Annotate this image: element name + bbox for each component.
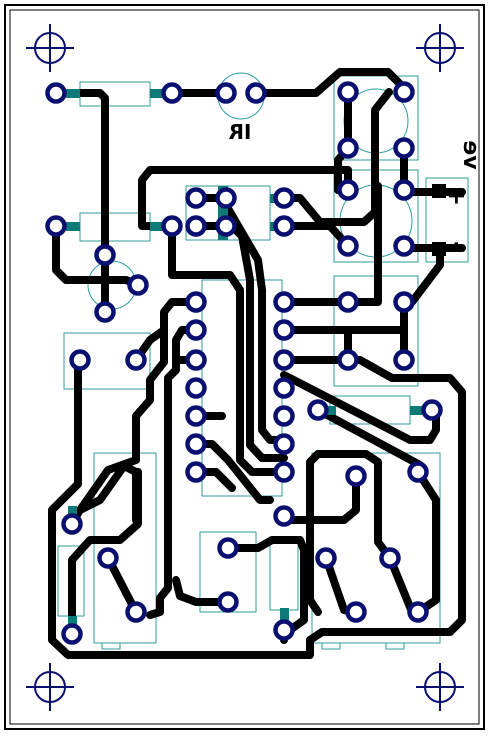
pad-2	[161, 82, 183, 104]
pad-19	[45, 215, 67, 237]
pad-48	[61, 513, 83, 535]
pad-57	[345, 601, 367, 623]
pad-11	[337, 235, 359, 257]
pad-56	[315, 547, 337, 569]
ir-label: IR	[229, 120, 252, 144]
pad-36	[273, 377, 295, 399]
pad-21	[94, 244, 116, 266]
pad-28	[185, 349, 207, 371]
pad-25	[125, 349, 147, 371]
pad-43	[393, 349, 415, 371]
pad-29	[185, 377, 207, 399]
power-header-pads	[432, 184, 446, 256]
pad-18	[273, 215, 295, 237]
pad-7	[337, 137, 359, 159]
pad-5	[337, 81, 359, 103]
pad-16	[215, 215, 237, 237]
pad-26	[185, 291, 207, 313]
pad-14	[185, 215, 207, 237]
pad-35	[273, 349, 295, 371]
pad-13	[185, 187, 207, 209]
board-outline	[4, 4, 485, 730]
pad-15	[215, 187, 237, 209]
pad-6	[393, 81, 415, 103]
pad-33	[273, 291, 295, 313]
pad-22	[127, 274, 149, 296]
through-hole-pads	[45, 81, 443, 645]
minus-label: -	[441, 241, 469, 251]
pad-4	[245, 82, 267, 104]
mounting-hole-bottom-left	[26, 663, 74, 711]
pad-45	[421, 399, 443, 421]
pad-44	[307, 399, 329, 421]
pad-9	[337, 179, 359, 201]
pad-37	[273, 405, 295, 427]
pad-55	[273, 619, 295, 641]
pad-46	[345, 465, 367, 487]
pad-32	[185, 461, 207, 483]
pad-50	[97, 547, 119, 569]
pad-31	[185, 433, 207, 455]
pad-34	[273, 319, 295, 341]
pad-52	[217, 537, 239, 559]
mounting-hole-bottom-right	[416, 663, 464, 711]
pad-30	[185, 405, 207, 427]
pad-24	[69, 349, 91, 371]
mounting-hole-top-right	[416, 24, 464, 72]
pad-8	[393, 137, 415, 159]
pad-3	[215, 82, 237, 104]
pad-38	[273, 433, 295, 455]
pad-59	[407, 601, 429, 623]
pad-47	[407, 461, 429, 483]
board-inner-outline	[9, 9, 480, 725]
pad-53	[217, 591, 239, 613]
pad-23	[94, 301, 116, 323]
pad-41	[393, 291, 415, 313]
pad-27	[185, 319, 207, 341]
pad-20	[161, 215, 183, 237]
pad-39	[273, 461, 295, 483]
plus-label: +	[442, 186, 470, 206]
pad-49	[61, 623, 83, 645]
pad-17	[273, 187, 295, 209]
pad-10	[393, 179, 415, 201]
pad-1	[45, 82, 67, 104]
pad-54	[273, 505, 295, 527]
pad-40	[337, 291, 359, 313]
pad-58	[379, 547, 401, 569]
pad-42	[337, 349, 359, 371]
pad-51	[125, 601, 147, 623]
ve-label: ve	[458, 140, 483, 169]
mounting-hole-top-left	[26, 24, 74, 72]
pad-12	[393, 235, 415, 257]
